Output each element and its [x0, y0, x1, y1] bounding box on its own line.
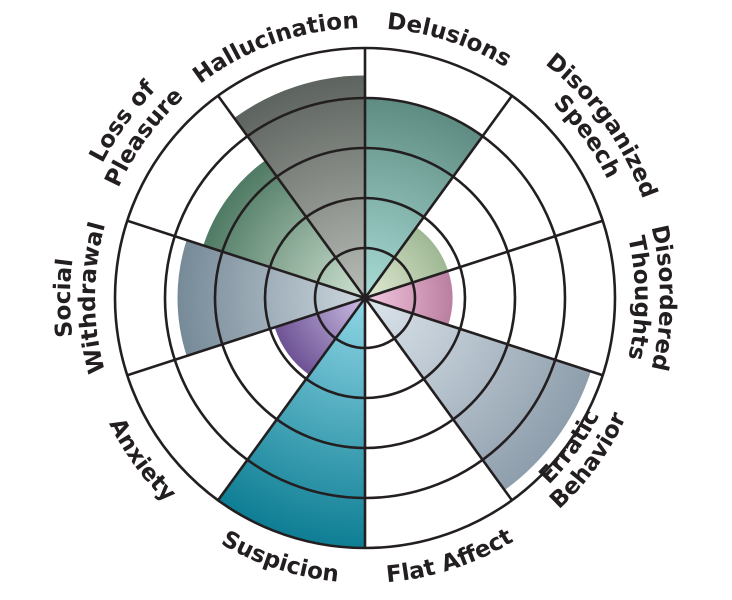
grid-spoke: [126, 296, 366, 377]
grid-spoke: [364, 219, 604, 300]
grid-spoke: [364, 296, 604, 377]
category-label: Social: [50, 257, 78, 339]
sector-social-withdrawal: [177, 240, 365, 356]
grid-spoke: [363, 297, 513, 502]
category-label: Withdrawal: [75, 219, 111, 376]
sector-disorganized-speech: [365, 227, 449, 298]
sectors: [177, 75, 591, 548]
grid-spoke: [363, 94, 513, 299]
grid-spoke: [217, 297, 367, 502]
category-label: Thoughts: [622, 234, 655, 363]
grid: [113, 46, 617, 550]
center-point: [361, 294, 369, 302]
sector-anxiety: [274, 298, 365, 375]
sector-disordered-thoughts: [365, 270, 453, 326]
sector-erratic-behavior: [365, 298, 591, 491]
sector-delusions: [365, 98, 483, 298]
grid-spoke: [217, 94, 367, 299]
category-label: Anxiety: [104, 414, 181, 507]
grid-spoke: [126, 219, 366, 300]
category-label: Hallucinations: [0, 0, 359, 89]
sector-loss-of-pleasure: [203, 160, 365, 298]
sector-suspicion: [218, 298, 365, 548]
sector-hallucinations: [234, 75, 365, 298]
